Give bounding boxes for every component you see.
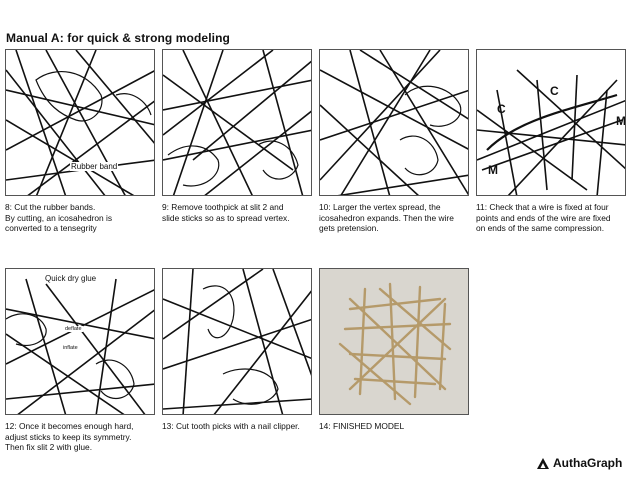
step-10-drawing: [320, 50, 469, 196]
step-9-illustration: [162, 49, 312, 196]
step-10-caption: 10: Larger the vertex spread, the icosah…: [319, 202, 477, 234]
step-14-caption: 14: FINISHED MODEL: [319, 421, 477, 432]
step-8-caption: 8: Cut the rubber bands. By cutting, an …: [5, 202, 163, 234]
finished-model-image: [320, 269, 469, 415]
brand-name: AuthaGraph: [553, 456, 622, 470]
midpoint-label-left: M: [487, 163, 499, 177]
step-10-illustration: [319, 49, 469, 196]
brand-logo: AuthaGraph: [537, 456, 622, 470]
step-11-caption: 11: Check that a wire is fixed at four p…: [476, 202, 634, 234]
compression-label-right: C: [549, 84, 560, 98]
midpoint-label-right: M: [615, 114, 626, 128]
step-13-illustration: [162, 268, 312, 415]
compression-label-left: C: [496, 102, 507, 116]
step-12-illustration: Quick dry glue deflate inflate: [5, 268, 155, 415]
step-14-photo: [319, 268, 469, 415]
glue-label: Quick dry glue: [44, 274, 97, 283]
deflate-label: deflate: [64, 326, 83, 332]
step-12-caption: 12: Once it becomes enough hard, adjust …: [5, 421, 163, 453]
step-11-drawing: [477, 50, 626, 196]
step-13-caption: 13: Cut tooth picks with a nail clipper.: [162, 421, 320, 432]
step-9-caption: 9: Remove toothpick at slit 2 and slide …: [162, 202, 320, 223]
inflate-label: inflate: [62, 345, 79, 351]
step-9-drawing: [163, 50, 312, 196]
step-12-drawing: [6, 269, 155, 415]
rubber-band-label: Rubber band: [70, 162, 118, 171]
step-8-illustration: Rubber band: [5, 49, 155, 196]
step-8-drawing: [6, 50, 155, 196]
step-13-drawing: [163, 269, 312, 415]
step-11-illustration: C C M M: [476, 49, 626, 196]
manual-title: Manual A: for quick & strong modeling: [6, 31, 230, 45]
triangle-logo-icon: [537, 458, 549, 469]
